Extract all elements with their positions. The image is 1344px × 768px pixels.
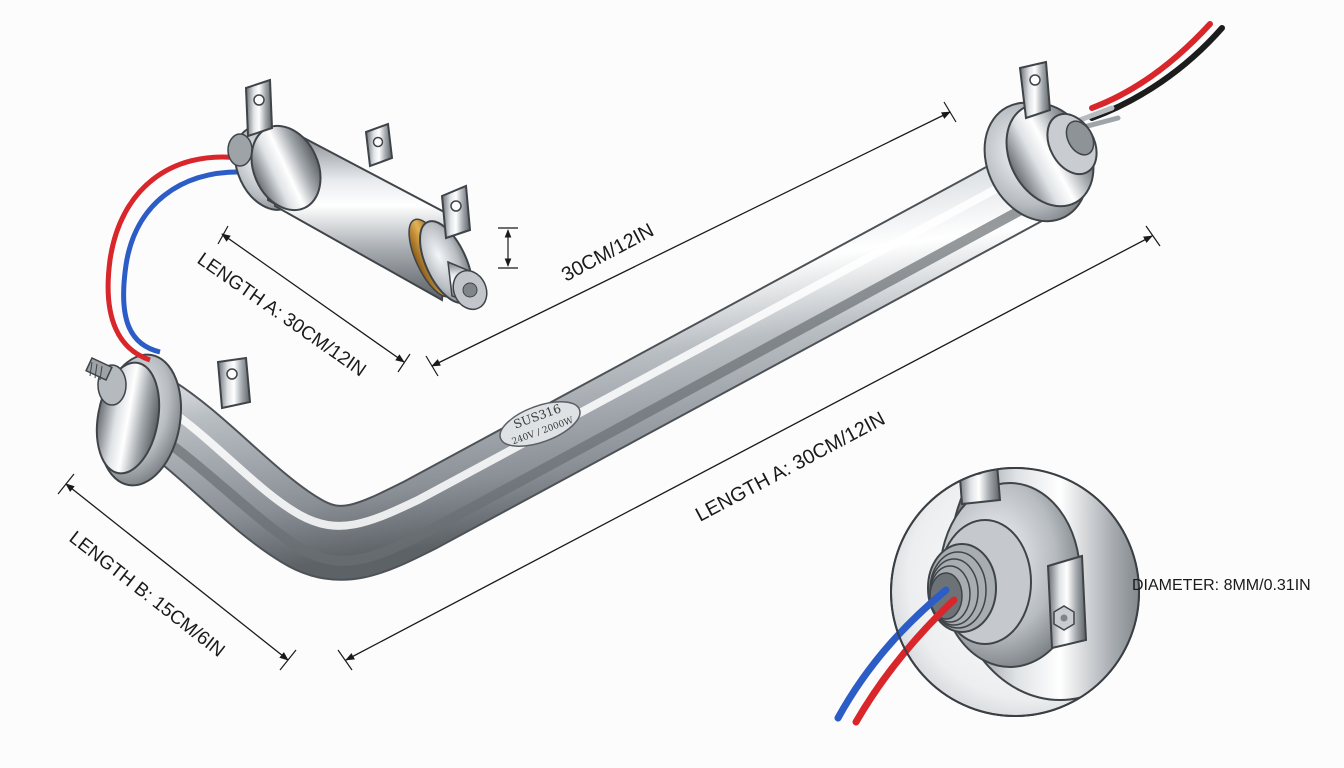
lead-wires-top bbox=[1077, 21, 1225, 131]
left-flange bbox=[85, 353, 252, 487]
mounting-tab-icon bbox=[216, 356, 252, 410]
lead-wires-left bbox=[105, 154, 246, 363]
label-length-center: 30CM/12IN bbox=[558, 219, 658, 286]
wire-icon bbox=[834, 586, 958, 726]
mounting-tab-icon bbox=[364, 122, 394, 168]
threaded-stud-icon bbox=[85, 357, 113, 381]
mounting-tab-icon bbox=[1018, 60, 1052, 120]
mounting-tab-icon bbox=[440, 184, 472, 240]
label-diameter: DIAMETER: 8MM/0.31IN bbox=[1132, 577, 1311, 594]
heater-tube bbox=[129, 146, 1059, 581]
mounting-tab-icon bbox=[244, 78, 274, 138]
nozzle-dimension bbox=[498, 227, 518, 269]
hex-nut-icon bbox=[1046, 554, 1088, 650]
detail-view bbox=[834, 467, 1140, 726]
right-flange bbox=[983, 60, 1098, 223]
